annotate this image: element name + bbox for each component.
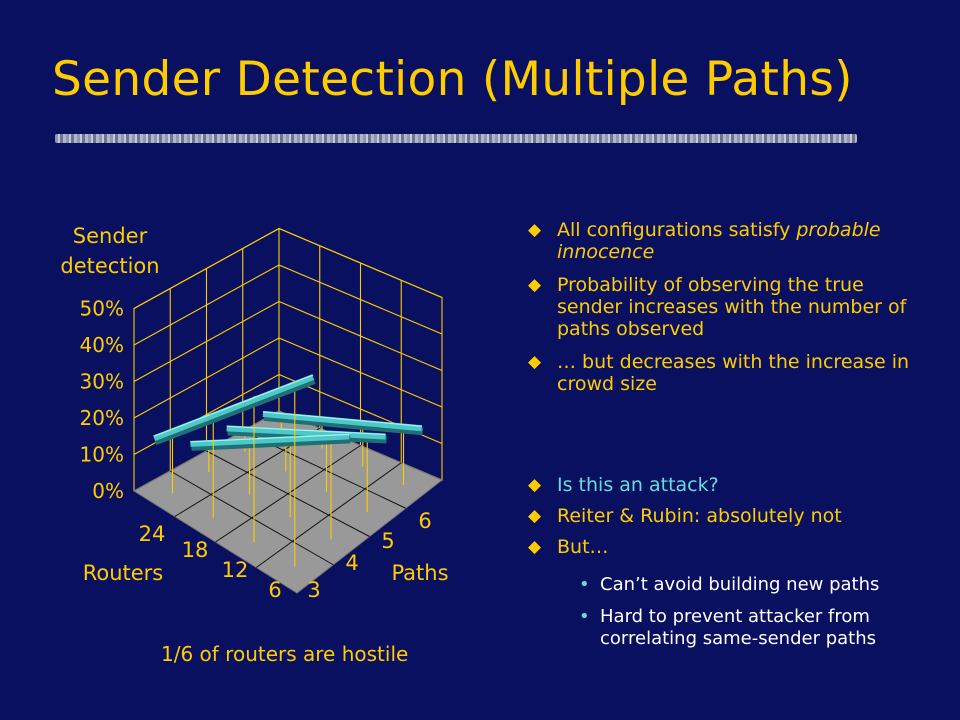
x-tick-label: 12 (222, 558, 249, 582)
ribbon-highlight (190, 433, 350, 443)
title-divider (55, 134, 857, 143)
ribbon (153, 374, 315, 442)
bullet-item: Reiter & Rubin: absolutely not (522, 505, 932, 527)
sub-bullet-list: Can’t avoid building new pathsHard to pr… (573, 574, 933, 650)
ribbon (226, 425, 386, 440)
grid-line (133, 227, 443, 309)
x-tick-label: 18 (182, 538, 209, 562)
z-tick-label: 3 (307, 578, 320, 602)
chart-bars (153, 374, 424, 567)
ribbon-highlight (153, 374, 314, 437)
y-tick-label: 50% (80, 297, 124, 321)
y-tick-label: 40% (80, 333, 124, 357)
z-tick-label: 4 (345, 551, 358, 575)
bullet-list-attack: Is this an attack? Reiter & Rubin: absolu… (522, 474, 932, 558)
z-tick-label: 6 (418, 509, 431, 533)
y-tick-label: 20% (80, 406, 124, 430)
chart-floor-plane (133, 410, 443, 594)
grid-line (133, 300, 443, 382)
chart-caption: 1/6 of routers are hostile (161, 642, 409, 666)
x-tick-label: 24 (139, 522, 166, 546)
x-tick-label: 6 (268, 578, 281, 602)
slide-title: Sender Detection (Multiple Paths) (52, 52, 853, 107)
bullet-item: All configurations satisfy probable inno… (522, 219, 932, 263)
bullet-item: Probability of observing the true sender… (522, 274, 932, 340)
series-ribbon-12 (190, 433, 351, 451)
chart-floor (133, 410, 443, 594)
floor-grid-line (215, 445, 361, 543)
y-tick-label: 30% (80, 370, 124, 394)
bullet-list-main: All configurations satisfy probable inno… (522, 219, 932, 395)
grid-line (133, 264, 443, 346)
bullet-item: Is this an attack? (522, 474, 932, 496)
series-ribbon-6 (153, 374, 316, 445)
ribbon (262, 410, 423, 432)
ribbon-shadow (191, 435, 351, 451)
y-tick-label: 0% (92, 479, 124, 503)
z-tick-label: 5 (381, 529, 394, 553)
grid-line (133, 337, 443, 419)
x-axis-label: Routers (83, 561, 164, 585)
ribbon-highlight (226, 425, 386, 436)
sub-bullet-item: Can’t avoid building new paths (573, 574, 933, 596)
bullet-item: But… (522, 536, 932, 558)
bullet-item: … but decreases with the increase in cro… (522, 351, 932, 395)
y-tick-label: 10% (80, 443, 124, 467)
floor-grid-line (255, 462, 402, 568)
ribbon-highlight (262, 411, 422, 427)
z-axis-label: Paths (391, 561, 448, 585)
series-ribbon-24 (262, 410, 424, 436)
sub-bullet-item: Hard to prevent attacker from correlatin… (573, 606, 933, 650)
ribbon (190, 433, 350, 447)
ribbon-shadow (153, 376, 316, 445)
